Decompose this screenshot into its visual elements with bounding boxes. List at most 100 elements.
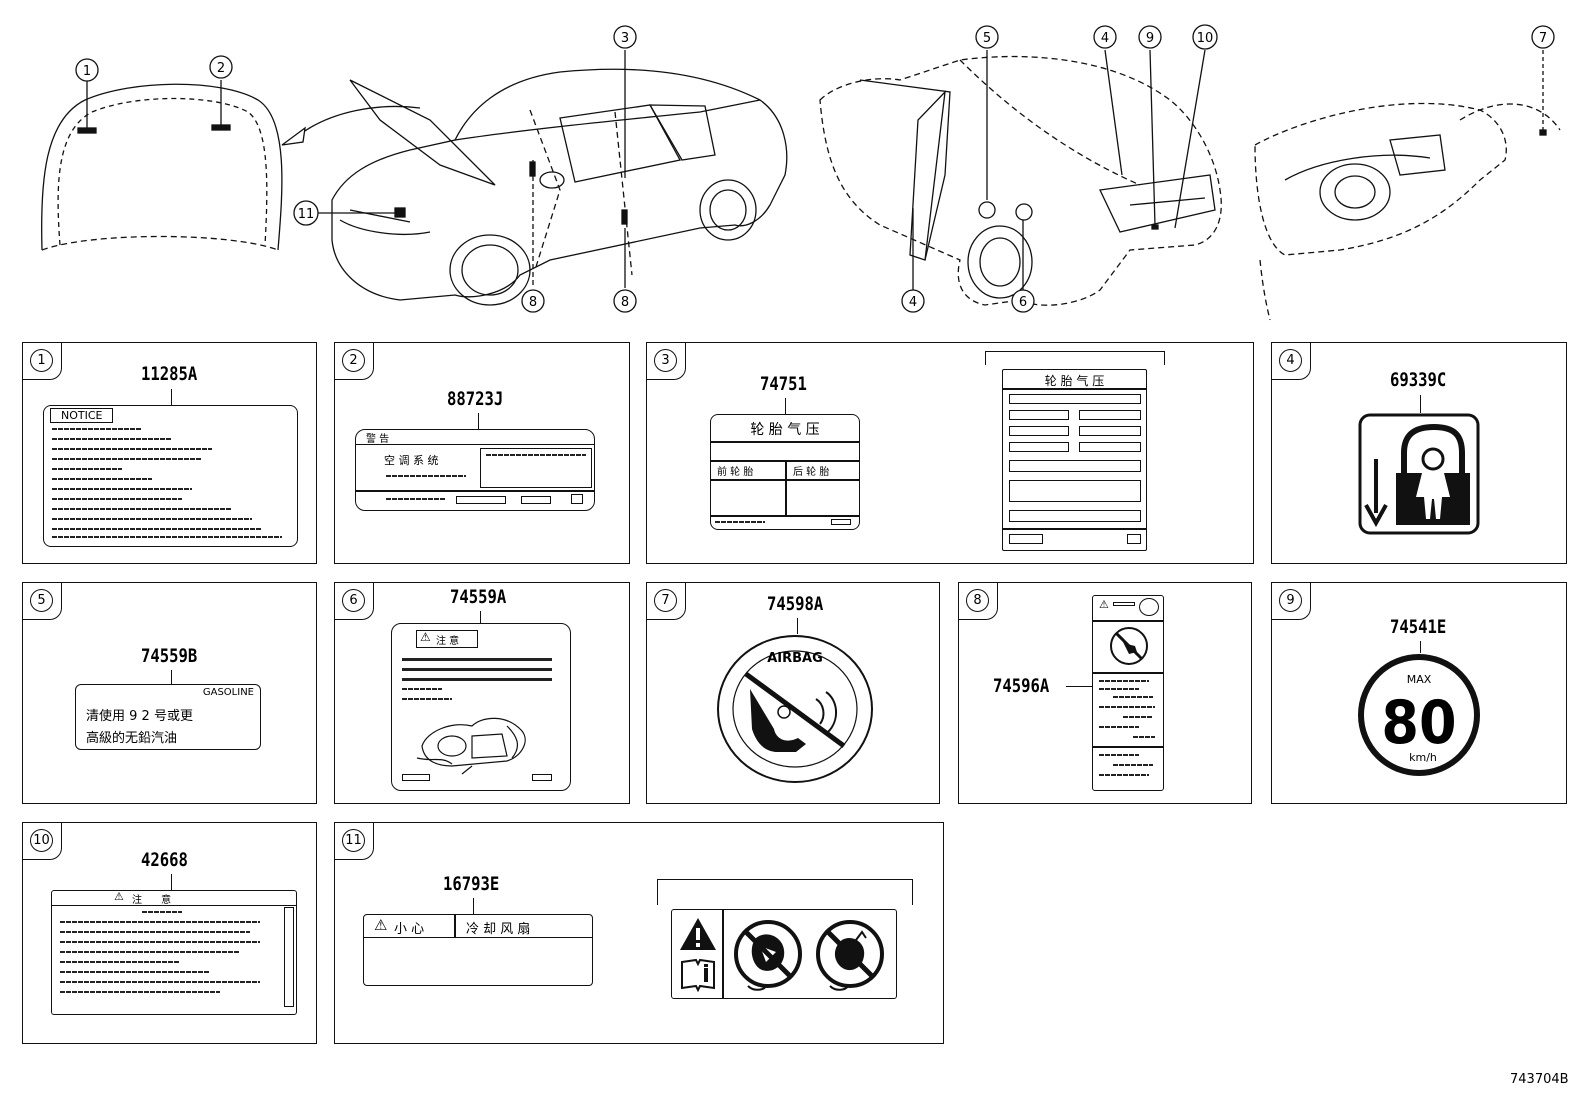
caution-header [364,915,592,938]
panel-number: 10 [30,829,53,852]
panel-number-badge: 4 [1271,342,1311,380]
panel-9: 9 74541E MAX 80 km/h [1271,582,1567,804]
label-74596A: ⚠ [1092,595,1164,791]
panel-number: 2 [342,349,365,372]
part-code: 74596A [993,675,1050,697]
leader-line [478,413,479,429]
callout-label: 2 [217,61,225,76]
warning-triangle-icon: ⚠ [420,630,431,644]
leader-line [473,898,474,914]
speed-unit: km/h [1409,751,1437,764]
panel-4: 4 69339C [1271,342,1567,564]
callout-4-bottom: 4 [901,289,925,313]
panel-number: 1 [30,349,53,372]
callout-3: 3 [613,25,637,49]
panel-number-badge: 8 [958,582,998,620]
system-text: 空 调 系 统 [384,454,439,467]
leader-line [1066,686,1092,687]
warning-triangle-icon: ⚠ [374,916,388,934]
label-74751: 轮 胎 气 压 前 轮 胎 后 轮 胎 [710,414,860,530]
warning-header [356,430,594,445]
warning-triangle-icon: ⚠ [1099,598,1109,611]
panel-number-badge: 9 [1271,582,1311,620]
bracket [657,879,913,905]
rear-tire-label: 后 轮 胎 [793,467,830,478]
callout-6: 6 [1011,289,1035,313]
callout-8-left: 8 [521,289,545,313]
label-16793E-alt [671,909,897,999]
label-74751-alt: 轮 胎 气 压 [1002,369,1147,551]
panel-number-badge: 11 [334,822,374,860]
callout-label: 8 [529,295,537,310]
panel-2: 2 88723J 警 告 空 调 系 统 [334,342,630,564]
panel-number-badge: 10 [22,822,62,860]
warning-header [52,891,296,906]
callout-label: 8 [621,295,629,310]
panel-1: 1 11285A NOTICE [22,342,317,564]
callout-7: 7 [1531,25,1555,49]
part-code: 11285A [141,363,198,385]
label-88723J: 警 告 空 调 系 统 [355,429,595,511]
warning-triangle-icon: ⚠ [114,890,124,903]
part-code: 69339C [1390,369,1447,391]
panel-11: 11 16793E ⚠ 小 心 冷 却 风 扇 [334,822,944,1044]
warning-and-manual-icon [680,918,716,993]
engine-compartment-icon [416,717,526,775]
panel-number-badge: 1 [22,342,62,380]
callout-4-top: 4 [1093,25,1117,49]
label-42668: ⚠ 注 意 [51,890,297,1015]
callout-10: 10 [1192,24,1218,50]
panel-number: 6 [342,589,365,612]
panel-10: 10 42668 ⚠ 注 意 [22,822,317,1044]
panel-7: 7 74598A AIRBAG [646,582,940,804]
speed-value: 80 [1381,688,1456,757]
panel-number: 11 [342,829,365,852]
callout-9: 9 [1138,25,1162,49]
leader-line [785,398,786,414]
airbag-child-seat-icon: AIRBAG [717,635,873,783]
callout-label: 4 [909,295,917,310]
bracket [985,351,1165,365]
label-16793E: ⚠ 小 心 冷 却 风 扇 [363,914,593,986]
part-code: 74559B [141,645,198,667]
leader-line [1420,395,1421,413]
callout-label: 4 [1101,31,1109,46]
callout-label: 6 [1019,295,1027,310]
fuel-instruction-line1: 清使用 9 2 号或更 [86,709,193,724]
callout-label: 11 [298,207,315,222]
max-text: MAX [1407,673,1432,686]
notice-heading: NOTICE [50,408,114,423]
panel-5: 5 74559B GASOLINE 清使用 9 2 号或更 高級的无鉛汽油 [22,582,317,804]
speed-limit-sign: MAX 80 km/h [1358,654,1480,776]
child-lock-icon [1358,413,1480,535]
panel-number-badge: 5 [22,582,62,620]
label-74559B: GASOLINE 清使用 9 2 号或更 高級的无鉛汽油 [75,684,261,750]
fuel-instruction-line2: 高級的无鉛汽油 [86,731,178,746]
panel-number: 4 [1279,349,1302,372]
callout-5: 5 [975,25,999,49]
warning-text: 警 告 [366,434,390,445]
leader-line [171,874,172,890]
warning-text: 注 意 [436,636,460,647]
panel-number-badge: 2 [334,342,374,380]
callout-label: 5 [983,31,991,46]
callout-11: 11 [293,200,319,226]
leader-line [1420,641,1421,653]
part-code: 88723J [447,388,504,410]
panel-number-badge: 6 [334,582,374,620]
panel-8: 8 74596A ⚠ [958,582,1252,804]
leader-line [797,618,798,634]
airbag-ring-text: AIRBAG [767,651,823,666]
callout-8-right: 8 [613,289,637,313]
no-hand-fan-icon [734,920,802,991]
cooling-fan-text: 冷 却 风 扇 [466,922,531,937]
part-code: 74751 [760,373,807,395]
label-11285A: NOTICE [43,405,298,547]
panel-6: 6 74559A ⚠ 注 意 [334,582,630,804]
panel-3: 3 74751 轮 胎 气 压 前 轮 胎 后 轮 胎 轮 胎 气 压 [646,342,1254,564]
panel-number: 8 [966,589,989,612]
no-clothing-fan-icon [816,920,884,991]
callout-label: 9 [1146,31,1154,46]
warning-text: 注 意 [132,895,172,906]
gasoline-text: GASOLINE [202,687,254,698]
